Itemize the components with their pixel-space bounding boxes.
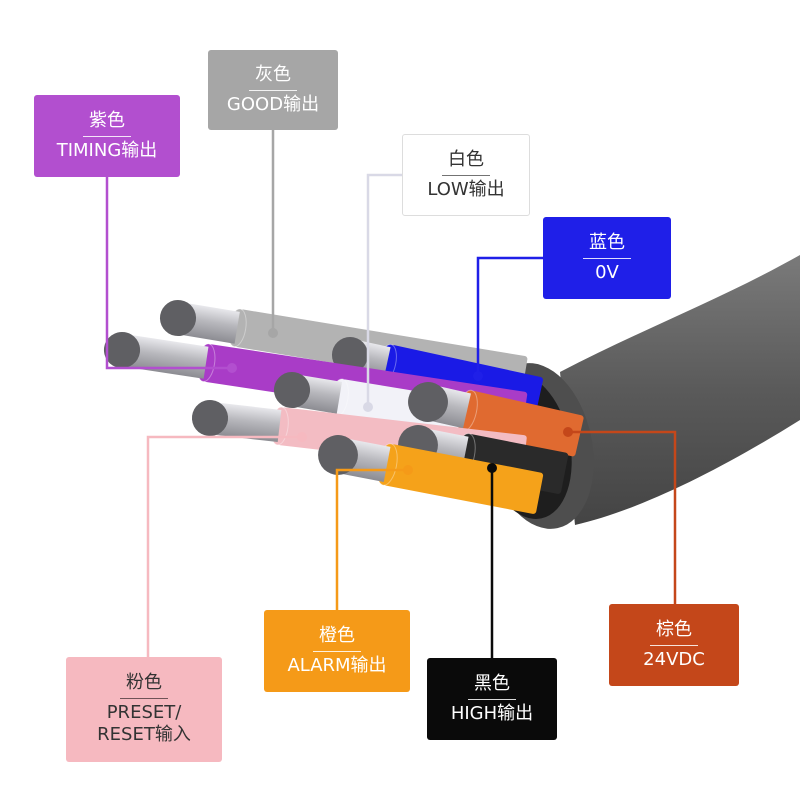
leader-dot-black [487,463,497,473]
wire-bundle [103,299,584,514]
leader-dot-purple [227,363,237,373]
leader-line-pink [146,435,302,657]
wire-function: 24VDC [643,648,705,670]
leader-dot-brown [563,427,573,437]
label-orange-wire: 橙色 ALARM输出 [264,610,410,692]
label-brown-wire: 棕色 24VDC [609,604,739,686]
leader-line-blue [476,256,543,376]
wire-function: GOOD输出 [226,93,320,115]
wire-color-name: 白色 [442,149,490,176]
leader-line-brown [568,430,677,604]
leader-line-white [366,173,402,407]
wire-function: 0V [595,261,619,283]
leader-lines [105,130,677,658]
wire-color-name: 灰色 [249,64,297,91]
leader-line-orange [335,468,408,610]
leader-dot-gray [268,328,278,338]
wire-function: TIMING输出 [56,139,158,161]
wire-color-name: 蓝色 [583,232,631,259]
leader-dot-pink [297,432,307,442]
wire-color-name: 橙色 [313,625,361,652]
label-black-wire: 黑色 HIGH输出 [427,658,557,740]
wire-color-name: 紫色 [83,110,131,137]
leader-dot-white [363,402,373,412]
wire-color-name: 粉色 [120,672,168,699]
wire-function: ALARM输出 [287,654,387,676]
label-pink-wire: 粉色 PRESET/ RESET输入 [66,657,222,762]
wire-function: HIGH输出 [450,702,534,724]
label-white-wire: 白色 LOW输出 [402,134,530,216]
wire-brown [408,382,584,457]
wire-function: PRESET/ RESET输入 [97,701,191,746]
leader-dot-blue [473,371,483,381]
wire-function: LOW输出 [427,178,505,200]
label-purple-wire: 紫色 TIMING输出 [34,95,180,177]
label-gray-wire: 灰色 GOOD输出 [208,50,338,130]
label-blue-wire: 蓝色 0V [543,217,671,299]
leader-line-purple [105,177,232,370]
wire-color-name: 棕色 [650,619,698,646]
wire-color-name: 黑色 [468,673,516,700]
leader-dot-orange [403,465,413,475]
